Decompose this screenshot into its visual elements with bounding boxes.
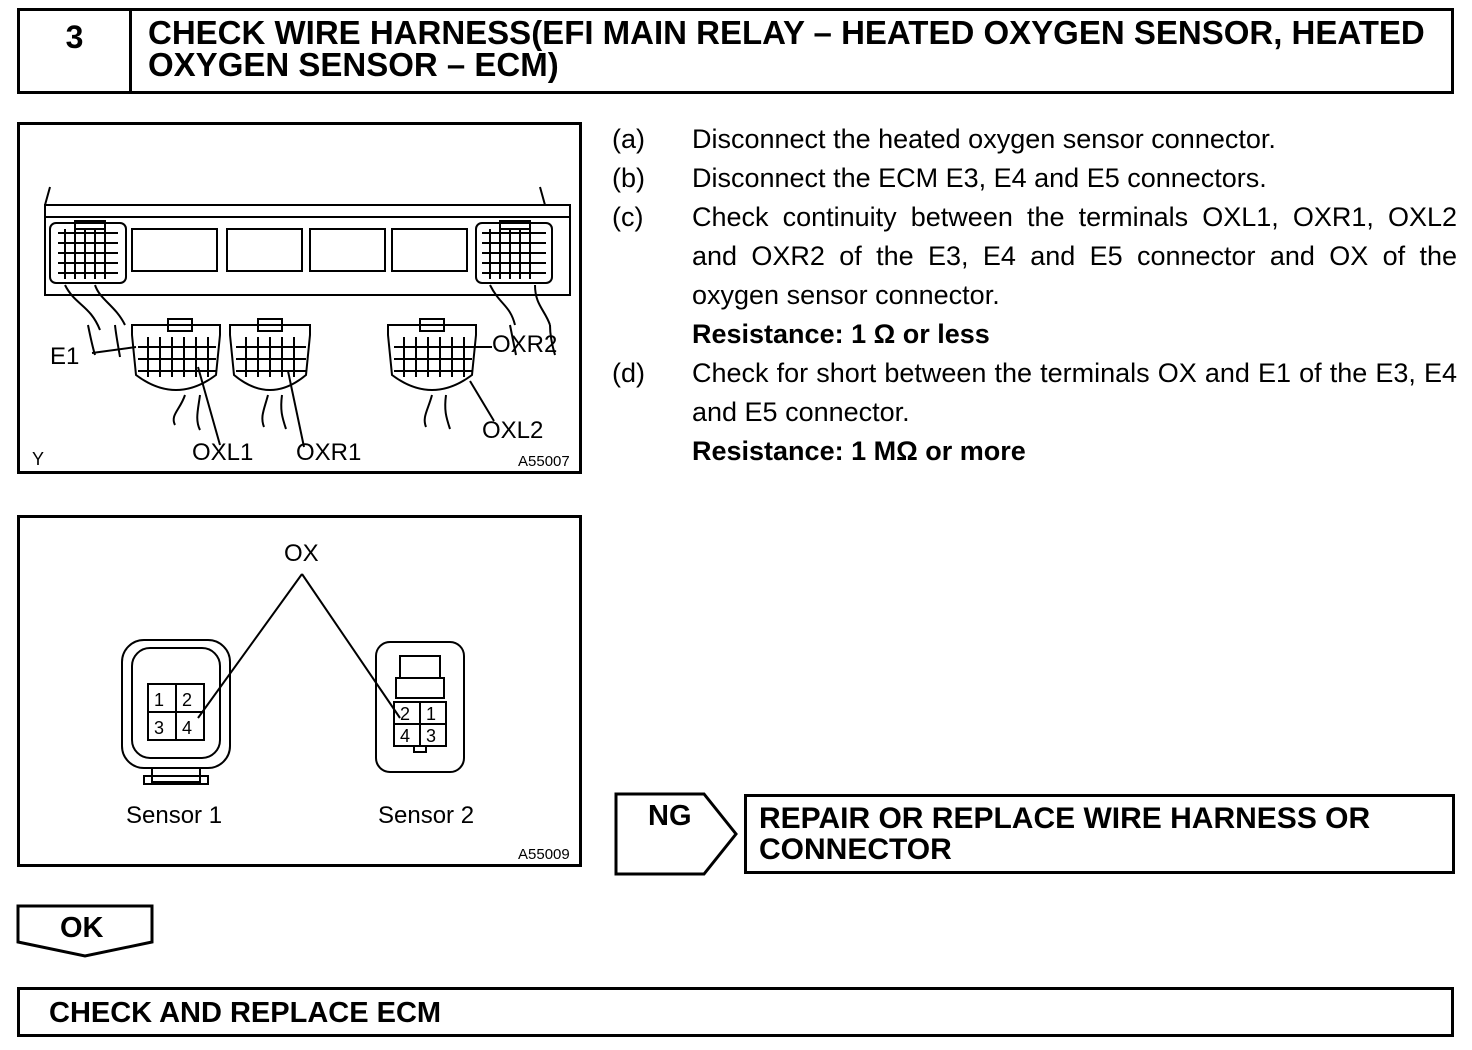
label-oxr1: OXR1 <box>296 439 362 466</box>
ng-arrow-icon <box>614 792 738 876</box>
step-title-line2: OXYGEN SENSOR – ECM) <box>148 46 559 83</box>
step-header: 3 CHECK WIRE HARNESS(EFI MAIN RELAY – HE… <box>17 8 1454 94</box>
step-text: Disconnect the ECM E3, E4 and E5 connect… <box>692 163 1267 193</box>
ng-result-box: REPAIR OR REPLACE WIRE HARNESS OR CONNEC… <box>744 794 1455 874</box>
resistance-spec: Resistance: 1 Ω or less <box>692 319 990 349</box>
label-oxl1: OXL1 <box>192 439 254 466</box>
final-action-text: CHECK AND REPLACE ECM <box>49 997 442 1029</box>
label-sensor1: Sensor 1 <box>126 802 223 829</box>
ecm-connector-illustration <box>44 186 571 448</box>
label-e1: E1 <box>50 343 80 370</box>
sensor2-pin-1: 1 <box>426 704 436 724</box>
step-d: (d) Check for short between the terminal… <box>612 354 1457 471</box>
step-b: (b) Disconnect the ECM E3, E4 and E5 con… <box>612 159 1457 198</box>
oxygen-sensor-illustration: 1 2 3 4 2 1 4 3 <box>121 573 465 785</box>
step-text: Disconnect the heated oxygen sensor conn… <box>692 124 1276 154</box>
sensor2-pin-2: 2 <box>400 704 410 724</box>
final-action-box: CHECK AND REPLACE ECM <box>17 987 1454 1037</box>
ok-arrow-icon <box>16 904 154 958</box>
label-sensor2: Sensor 2 <box>378 802 475 829</box>
oxygen-sensor-connector-figure: 1 2 3 4 2 1 4 3 OX Sensor 1 Sensor 2 A55… <box>17 515 582 867</box>
step-title: CHECK WIRE HARNESS(EFI MAIN RELAY – HEAT… <box>148 14 1439 83</box>
step-a: (a) Disconnect the heated oxygen sensor … <box>612 120 1457 159</box>
step-number: 3 <box>20 11 132 91</box>
step-letter: (b) <box>612 163 645 193</box>
step-letter: (d) <box>612 358 645 388</box>
ecm-connector-figure: E1 OXL1 OXR1 OXR2 OXL2 Y A55007 <box>17 122 582 474</box>
label-oxr2: OXR2 <box>492 331 558 358</box>
sensor2-pin-3: 3 <box>426 726 436 746</box>
sensor1-pin-3: 3 <box>154 718 164 738</box>
step-c: (c) Check continuity between the termina… <box>612 198 1457 354</box>
sensor1-pin-1: 1 <box>154 690 164 710</box>
ng-result-text: REPAIR OR REPLACE WIRE HARNESS OR CONNEC… <box>759 803 1442 865</box>
ng-label: NG <box>648 800 692 832</box>
step-text: Check continuity between the terminals O… <box>692 202 1457 310</box>
procedure-steps: (a) Disconnect the heated oxygen sensor … <box>612 120 1457 471</box>
resistance-spec: Resistance: 1 MΩ or more <box>692 436 1026 466</box>
figure-code: A55009 <box>518 846 570 863</box>
ng-result-line2: CONNECTOR <box>759 833 952 866</box>
step-title-line1: CHECK WIRE HARNESS(EFI MAIN RELAY – HEAT… <box>148 14 1425 51</box>
sensor2-pin-4: 4 <box>400 726 410 746</box>
ok-label: OK <box>60 912 104 944</box>
label-oxl2: OXL2 <box>482 417 544 444</box>
ng-result-line1: REPAIR OR REPLACE WIRE HARNESS OR <box>759 802 1371 835</box>
sensor1-pin-2: 2 <box>182 690 192 710</box>
step-text: Check for short between the terminals OX… <box>692 358 1457 427</box>
label-corner: Y <box>32 449 45 469</box>
label-ox: OX <box>284 540 319 567</box>
sensor1-pin-4: 4 <box>182 718 192 738</box>
figure-code: A55007 <box>518 453 570 470</box>
step-letter: (c) <box>612 202 644 232</box>
step-letter: (a) <box>612 124 645 154</box>
